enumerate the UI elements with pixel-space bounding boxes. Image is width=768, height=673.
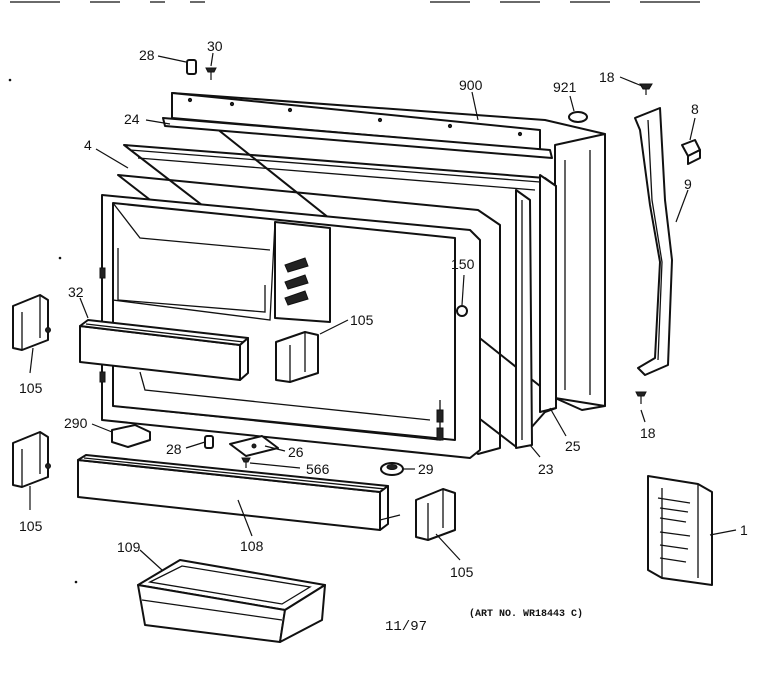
- door-hinge-bar: [634, 107, 673, 376]
- hinge-pin: [456, 274, 468, 317]
- callout-23: 23: [538, 461, 554, 477]
- callout-25: 25: [565, 438, 581, 454]
- callout-labels: 28 30 900 921 18 8 24 4 9 150 32 105 105…: [19, 38, 748, 580]
- screw-566: [241, 457, 251, 468]
- callout-290: 290: [64, 415, 88, 431]
- callout-28-top: 28: [139, 47, 155, 63]
- callout-566: 566: [306, 461, 330, 477]
- callout-108: 108: [240, 538, 264, 554]
- shelf-end-cap-bottom: [415, 488, 456, 541]
- screw-28-mid: [204, 435, 214, 449]
- callout-921: 921: [553, 79, 577, 95]
- callout-150: 150: [451, 256, 475, 272]
- art-number: (ART NO. WR18443 C): [469, 608, 583, 620]
- shelf-end-cap-left-lower: [12, 431, 51, 488]
- hinge-clip: [681, 139, 701, 165]
- leader-lines: [29, 52, 737, 571]
- callout-105-center: 105: [350, 312, 374, 328]
- callout-105-bottom: 105: [450, 564, 474, 580]
- callout-1: 1: [740, 522, 748, 538]
- door-gasket: [123, 144, 557, 449]
- callout-18-top: 18: [599, 69, 615, 85]
- bushing-29: [380, 462, 404, 476]
- upper-door-shelf: [79, 319, 249, 381]
- callout-30: 30: [207, 38, 223, 54]
- callout-4: 4: [84, 137, 92, 153]
- plug-921: [568, 111, 588, 123]
- callout-18-bottom: 18: [640, 425, 656, 441]
- callout-105-left-lower: 105: [19, 518, 43, 534]
- lower-door-shelf: [77, 454, 401, 531]
- shelf-end-cap-center: [275, 331, 319, 383]
- callout-900: 900: [459, 77, 483, 93]
- shelf-end-cap-left-upper: [12, 294, 51, 351]
- door-liner: [99, 174, 501, 459]
- callout-28-mid: 28: [166, 441, 182, 457]
- callout-24: 24: [124, 111, 140, 127]
- hinge-plate: [229, 435, 279, 457]
- callout-29: 29: [418, 461, 434, 477]
- screw-18-bottom: [635, 391, 647, 404]
- door-bin: [137, 559, 326, 643]
- screw-28-top: [186, 59, 197, 75]
- callout-8: 8: [691, 101, 699, 117]
- callout-109: 109: [117, 539, 141, 555]
- shelf-bracket-290: [111, 424, 151, 448]
- screw-30: [205, 67, 217, 80]
- callout-26: 26: [288, 444, 304, 460]
- callout-32: 32: [68, 284, 84, 300]
- callout-105-left-upper: 105: [19, 380, 43, 396]
- screw-18-top: [639, 83, 653, 95]
- callout-9: 9: [684, 176, 692, 192]
- owners-manual: [647, 475, 713, 586]
- revision-date: 11/97: [385, 619, 427, 635]
